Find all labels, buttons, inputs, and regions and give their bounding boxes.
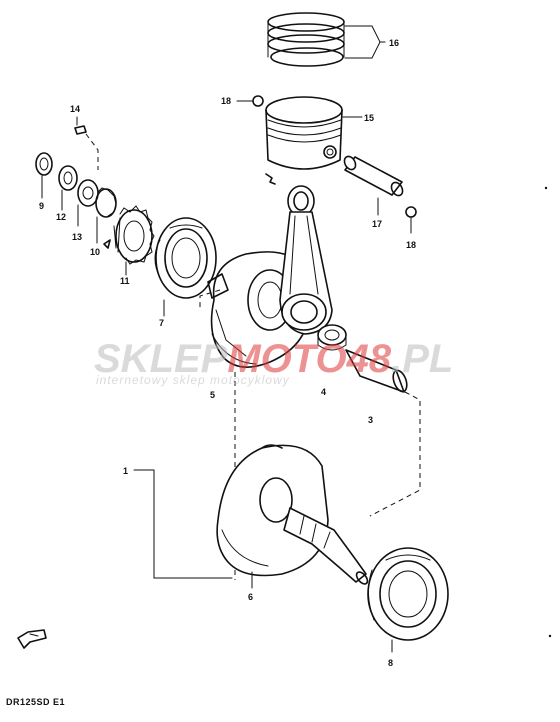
part-number-labels: 16 18 15 14 9 12 13 10 11 17 18 7 5 4 3 … xyxy=(39,38,416,668)
part-label-9: 9 xyxy=(39,201,44,211)
part-label-5: 5 xyxy=(210,390,215,400)
spacer xyxy=(58,165,78,191)
part-label-1: 1 xyxy=(123,466,128,476)
piston xyxy=(265,96,343,170)
speck xyxy=(548,634,552,638)
part-label-7: 7 xyxy=(159,318,164,328)
crank-bearing-left xyxy=(154,217,217,299)
part-label-10: 10 xyxy=(90,247,100,257)
part-label-13: 13 xyxy=(72,232,82,242)
watermark-logo: SKLEPMOTO48.PL xyxy=(94,337,453,381)
part-label-6: 6 xyxy=(248,592,253,602)
part-label-8: 8 xyxy=(388,658,393,668)
watermark: SKLEPMOTO48.PL internetowy sklep motocyk… xyxy=(94,337,453,387)
model-code: DR125SD E1 xyxy=(6,697,65,707)
oil-seal xyxy=(35,152,53,176)
part-label-18-right: 18 xyxy=(406,240,416,250)
part-label-15: 15 xyxy=(364,113,374,123)
part-label-3: 3 xyxy=(368,415,373,425)
part-label-12: 12 xyxy=(56,212,66,222)
crank-half-left xyxy=(216,444,369,585)
piston-rings xyxy=(267,12,345,67)
primary-drive-gear xyxy=(95,187,117,218)
part-label-16: 16 xyxy=(389,38,399,48)
crank-gear xyxy=(113,205,155,265)
part-label-17: 17 xyxy=(372,219,382,229)
woodruff-key xyxy=(74,125,87,135)
piston-pin-circlip-right xyxy=(405,206,417,218)
crankpin-bearing xyxy=(317,324,347,351)
speck xyxy=(544,186,548,190)
part-label-4: 4 xyxy=(321,387,326,397)
crank-bearing-right xyxy=(367,547,449,641)
part-label-14: 14 xyxy=(70,104,80,114)
piston-pin xyxy=(343,155,404,197)
watermark-tagline: internetowy sklep motocyklowy xyxy=(96,373,290,387)
washer xyxy=(77,179,99,207)
small-clip-detail xyxy=(265,173,276,185)
connecting-rod xyxy=(279,185,333,335)
piston-pin-circlip-left xyxy=(252,95,264,107)
part-label-11: 11 xyxy=(120,276,130,286)
part-label-18-upper: 18 xyxy=(221,96,231,106)
pointer-arrow xyxy=(103,239,111,249)
front-direction-arrow-icon xyxy=(17,629,47,649)
